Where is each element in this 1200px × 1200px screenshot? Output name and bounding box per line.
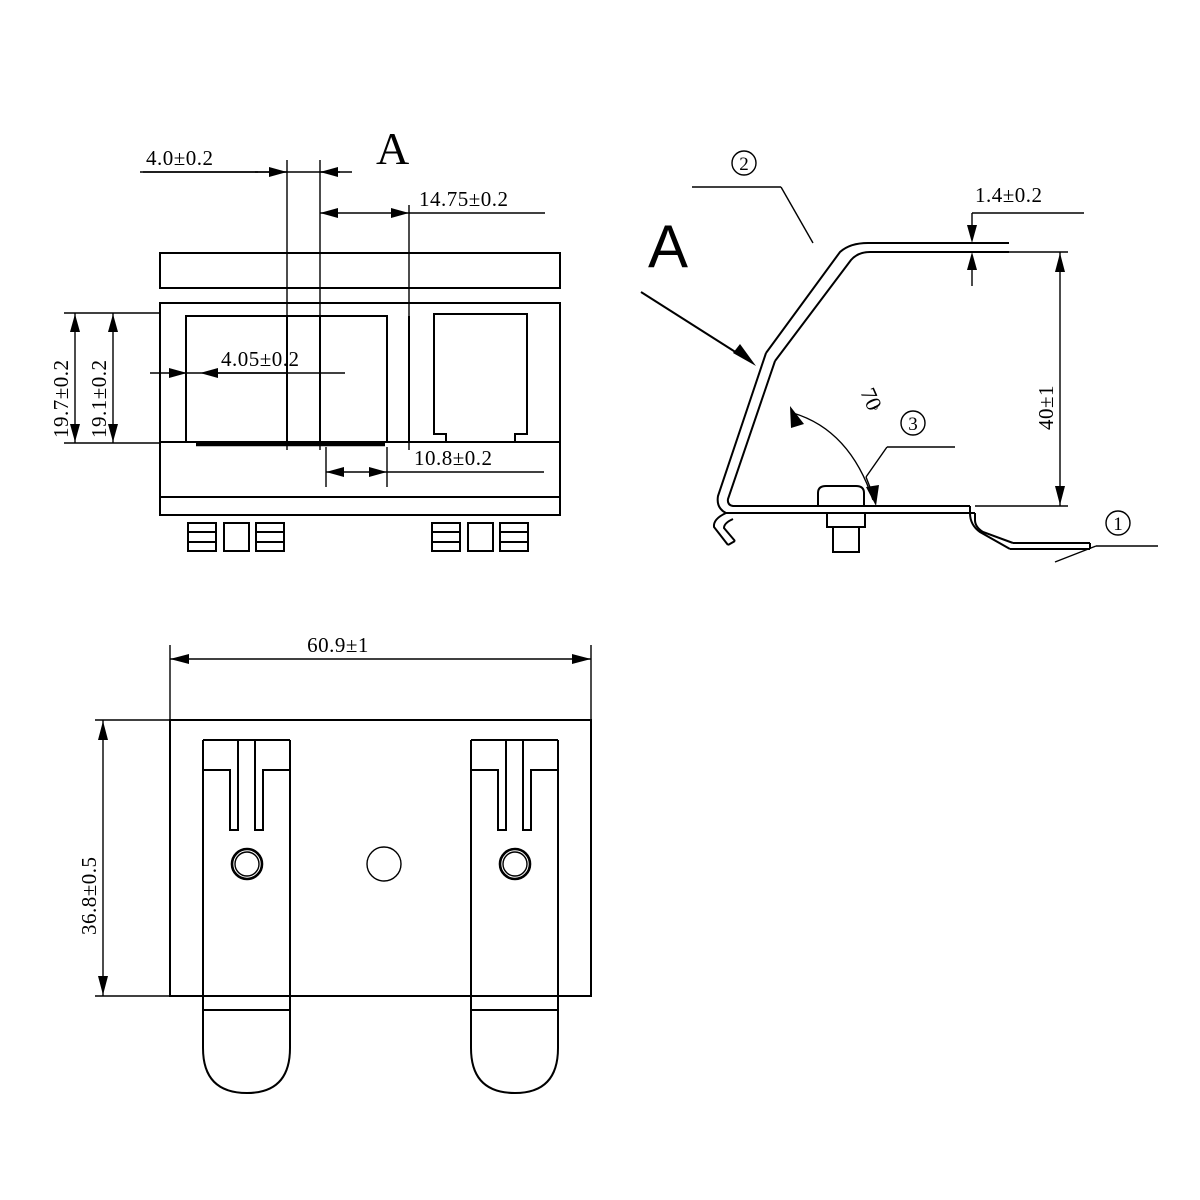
front-view-body bbox=[159, 252, 561, 516]
section-view-a: A 2 3 1 bbox=[640, 150, 1158, 563]
dimension-14-75-label: 14.75±0.2 bbox=[419, 187, 509, 211]
bottom-view: 60.9±1 36.8±0.5 bbox=[77, 633, 592, 1095]
dimension-10-8-label: 10.8±0.2 bbox=[414, 446, 493, 470]
hole-center bbox=[366, 846, 402, 882]
dimension-60-9-label: 60.9±1 bbox=[307, 633, 369, 657]
dimension-19-1: 19.1±0.2 bbox=[87, 313, 118, 443]
front-view-right-window bbox=[433, 313, 528, 443]
spring-clip-profile bbox=[712, 242, 1091, 553]
rivet-stud bbox=[826, 512, 866, 553]
dimension-19-7: 19.7±0.2 bbox=[49, 312, 160, 444]
dimension-4-0-label: 4.0±0.2 bbox=[146, 146, 214, 170]
dimension-10-8: 10.8±0.2 bbox=[325, 446, 544, 487]
base-plate-outline bbox=[169, 719, 592, 997]
dimension-19-1-label: 19.1±0.2 bbox=[87, 359, 111, 438]
callout-3-label: 3 bbox=[908, 414, 918, 435]
callout-2-label: 2 bbox=[739, 154, 749, 175]
dimension-19-7-label: 19.7±0.2 bbox=[49, 359, 73, 438]
callout-3: 3 bbox=[865, 410, 955, 506]
angle-70-label: 70 bbox=[855, 384, 887, 414]
section-arrow-a bbox=[640, 291, 756, 366]
callout-2: 2 bbox=[692, 150, 814, 244]
front-view-left-window bbox=[185, 315, 410, 447]
callout-1-label: 1 bbox=[1113, 514, 1123, 535]
angle-degree-symbol: ° bbox=[873, 402, 878, 417]
callout-1: 1 bbox=[1054, 510, 1158, 563]
dimension-36-8: 36.8±0.5 bbox=[77, 719, 172, 997]
dimension-1-4: 1.4±0.2 bbox=[967, 183, 1084, 286]
dimension-4-05-label: 4.05±0.2 bbox=[221, 347, 300, 371]
front-view: 4.0±0.2 14.75±0.2 A bbox=[49, 123, 561, 552]
dimension-36-8-label: 36.8±0.5 bbox=[77, 856, 101, 935]
dimension-40: 40±1 bbox=[975, 251, 1068, 507]
front-view-terminals bbox=[187, 522, 529, 552]
dimension-40-label: 40±1 bbox=[1034, 385, 1058, 430]
dimension-4-05: 4.05±0.2 bbox=[150, 347, 345, 378]
bracket-leg-right bbox=[470, 739, 559, 1095]
section-letter-a-side: A bbox=[648, 213, 688, 280]
dimension-14-75: 14.75±0.2 bbox=[320, 187, 545, 218]
front-view-extension-lines bbox=[286, 160, 410, 450]
section-letter-a-front: A bbox=[376, 123, 409, 174]
angle-70: 70 ° bbox=[790, 384, 887, 501]
dimension-60-9: 60.9±1 bbox=[169, 633, 592, 720]
dimension-4-0: 4.0±0.2 bbox=[140, 146, 352, 177]
bracket-leg-left bbox=[202, 739, 291, 1095]
dimension-1-4-label: 1.4±0.2 bbox=[975, 183, 1043, 207]
